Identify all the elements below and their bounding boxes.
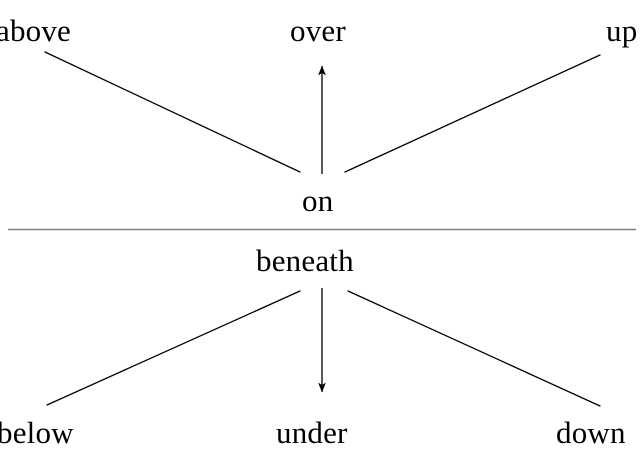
node-label-beneath: beneath [256,243,354,278]
node-label-down: down [556,415,626,450]
edge-beneath-to-below [46,290,301,406]
node-label-over: over [290,13,346,48]
node-label-below: below [0,415,74,450]
node-label-on: on [302,183,334,218]
edge-on-to-above [44,51,301,173]
node-label-up: up [606,13,638,48]
node-label-above: above [0,13,72,48]
node-label-under: under [276,415,348,450]
edge-on-to-up [344,54,601,173]
edge-beneath-to-down [347,290,601,407]
